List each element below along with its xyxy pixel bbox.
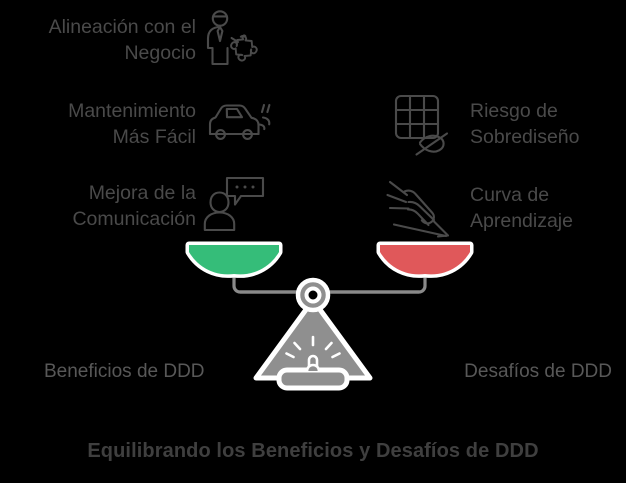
benefit-label-easier-maintenance: Mantenimiento Más Fácil <box>68 100 196 148</box>
benefit-label-business-alignment: Alineación con el Negocio <box>48 16 196 64</box>
left-hanger-cord <box>232 265 313 294</box>
challenge-label-overdesign-risk: Riesgo de Sobrediseño <box>470 100 580 148</box>
grid-hidden-eye-icon <box>392 92 462 158</box>
businessman-puzzle-icon <box>200 8 266 72</box>
right-pan <box>376 241 474 278</box>
base-lamp-icon <box>285 335 341 373</box>
person-speech-bubble-icon <box>203 174 271 234</box>
car-maintenance-icon <box>206 96 274 150</box>
figure-caption: Equilibrando los Beneficios y Desafíos d… <box>87 440 539 462</box>
challenge-label-learning-curve: Curva de Aprendizaje <box>470 184 573 232</box>
benefit-label-better-communication: Mejora de la Comunicación <box>72 182 196 230</box>
right-pan-label: Desafíos de DDD <box>464 361 612 382</box>
left-pan <box>185 241 283 278</box>
left-pan-label: Beneficios de DDD <box>44 361 205 382</box>
hand-reaching-icon <box>386 178 462 240</box>
right-hanger-cord <box>313 265 427 294</box>
scale-pivot <box>295 277 331 313</box>
